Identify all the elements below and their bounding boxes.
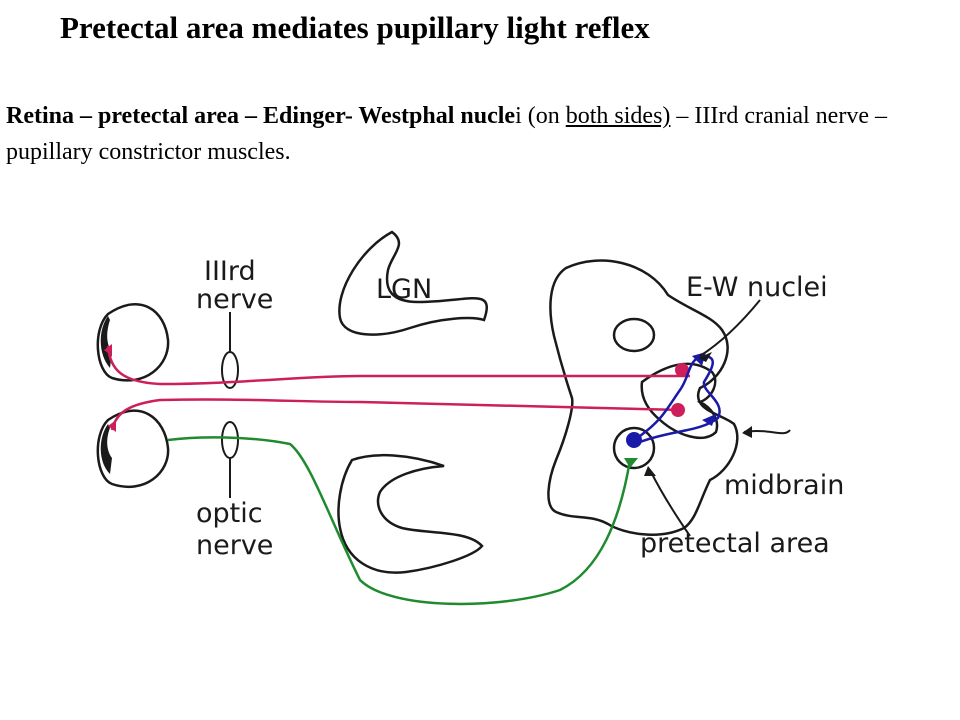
label-optic-nerve: nerve bbox=[196, 530, 273, 561]
motor-pathway-heads bbox=[104, 344, 689, 432]
label-optic: optic bbox=[196, 498, 263, 529]
label-lgn: LGN bbox=[376, 274, 432, 305]
upper-eye bbox=[96, 303, 170, 382]
midbrain-outline bbox=[547, 259, 739, 536]
pretectal-area-circle bbox=[612, 426, 656, 470]
motor-pathway bbox=[106, 345, 690, 431]
lower-lgn-outline bbox=[337, 453, 484, 574]
label-ew-nuclei: E-W nuclei bbox=[686, 272, 828, 303]
pretectal-connection-heads bbox=[626, 352, 716, 448]
slide-description: Retina – pretectal area – Edinger- Westp… bbox=[6, 98, 954, 170]
description-normal-part-2: – IIIrd cranial nerve – pupillary constr… bbox=[6, 103, 887, 165]
optic-nerve-marker bbox=[221, 421, 239, 459]
description-bold-part: Retina – pretectal area – Edinger- Westp… bbox=[6, 103, 516, 129]
lower-eye-pupil bbox=[100, 424, 112, 474]
pointer-arrow-heads bbox=[644, 352, 752, 476]
upper-lgn-outline bbox=[338, 230, 488, 336]
label-pretectal-area: pretectal area bbox=[640, 528, 830, 559]
slide-title: Pretectal area mediates pupillary light … bbox=[60, 10, 650, 45]
description-normal-part-1: i (on bbox=[515, 103, 566, 129]
label-iiird: IIIrd bbox=[204, 256, 256, 287]
lower-eye bbox=[96, 409, 170, 489]
midbrain-central-canal bbox=[612, 317, 656, 353]
pretectal-connection bbox=[639, 354, 721, 444]
label-iiird-nerve: nerve bbox=[196, 284, 273, 315]
sensory-pathway bbox=[167, 436, 632, 606]
label-midbrain: midbrain bbox=[724, 470, 844, 501]
sensory-pathway-head bbox=[624, 458, 638, 468]
description-underlined-part: both sides) bbox=[565, 103, 671, 129]
